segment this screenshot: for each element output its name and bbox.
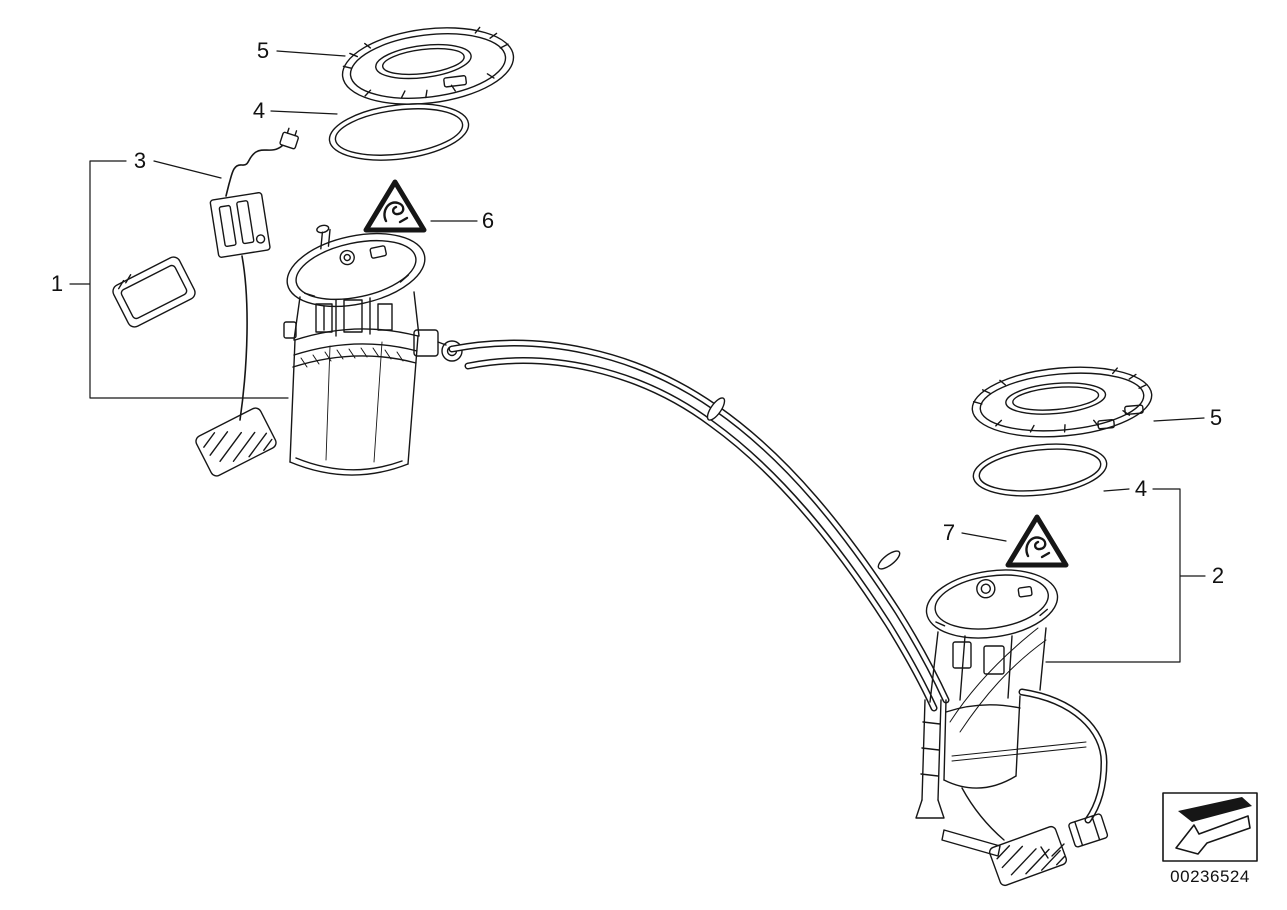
cover-ring-left: [341, 26, 515, 105]
callout-1-left-assembly[interactable]: 1: [50, 271, 64, 296]
callout-4-sealing-ring-left[interactable]: 4: [252, 98, 266, 123]
cover-ring-right: [971, 366, 1153, 438]
callout-5-cover-right[interactable]: 5: [1209, 405, 1223, 430]
pump-module-left: [283, 224, 463, 476]
diagram-doc-number: 00236524: [1170, 867, 1250, 886]
pump-module-right: [915, 569, 1109, 887]
level-sensor-assembly: [112, 127, 299, 477]
callout-5-cover-left[interactable]: 5: [256, 38, 270, 63]
callout-4-sealing-ring-right[interactable]: 4: [1134, 476, 1148, 501]
callout-6-warning-note[interactable]: 6: [481, 208, 495, 233]
page-arrow-icon: [1175, 797, 1252, 855]
callout-3-level-sensor[interactable]: 3: [133, 148, 147, 173]
callout-2-right-assembly[interactable]: 2: [1211, 563, 1225, 588]
fuel-warning-triangle-icon: [1005, 514, 1069, 568]
next-diagram-button[interactable]: [1162, 792, 1258, 862]
o-ring-left: [328, 103, 470, 161]
fuel-lines: [448, 339, 950, 712]
o-ring-right: [972, 443, 1108, 497]
fuel-warning-triangle-icon: [363, 179, 427, 233]
callout-7-warning-note[interactable]: 7: [942, 520, 956, 545]
leader-lines: [69, 50, 1206, 663]
